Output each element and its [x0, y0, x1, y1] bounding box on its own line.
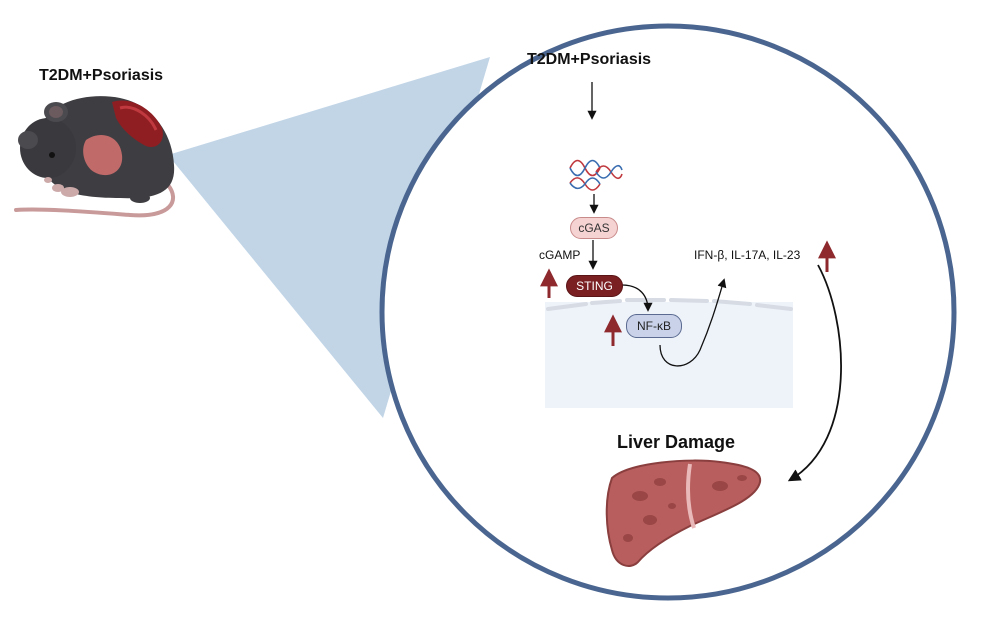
cgas-node: cGAS — [570, 217, 618, 239]
cell-membrane — [546, 298, 793, 311]
sting-node: STING — [566, 275, 623, 297]
cytokines-label: IFN-β, IL-17A, IL-23 — [694, 248, 801, 262]
dna-icon — [569, 159, 623, 191]
cgamp-label: cGAMP — [539, 248, 581, 262]
circle-title: T2DM+Psoriasis — [527, 51, 652, 68]
arrow-nfkb-to-cytokines — [659, 278, 727, 367]
mouse-title: T2DM+Psoriasis — [39, 67, 164, 84]
liver-damage-label: Liver Damage — [617, 432, 736, 452]
arrow-cytokines-to-liver — [787, 264, 842, 482]
nfkb-node: NF-κB — [626, 314, 682, 338]
liver-icon — [605, 459, 762, 567]
mouse-icon — [14, 96, 176, 218]
arrow-sting-to-nfkb — [621, 284, 653, 312]
